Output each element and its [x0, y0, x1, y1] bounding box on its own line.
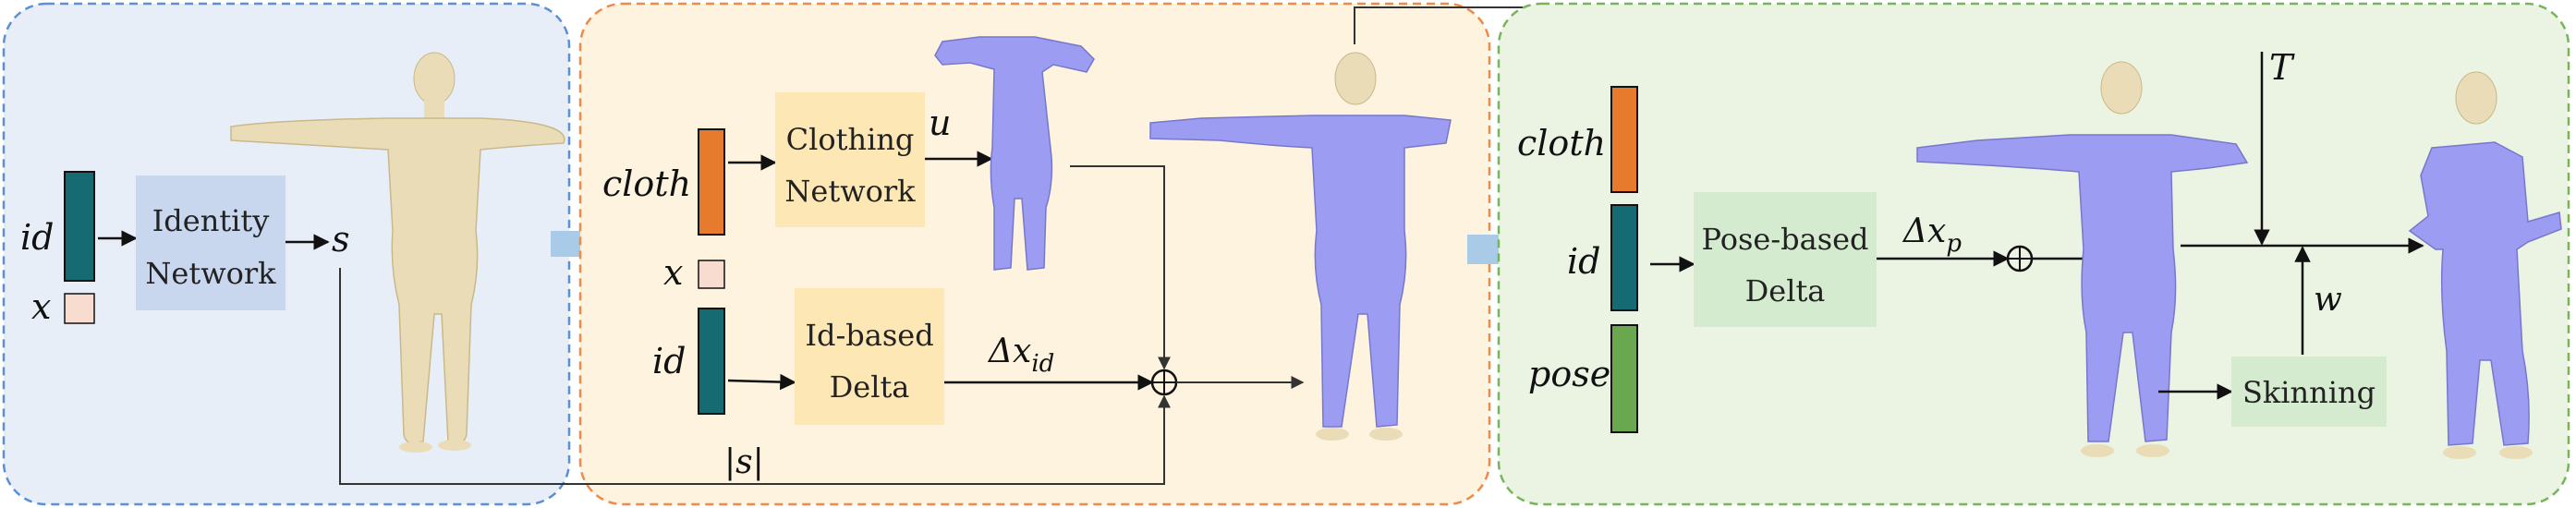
id-label: id	[20, 217, 54, 258]
delta-x-id-sub: id	[1031, 350, 1054, 378]
cloth-block	[698, 128, 725, 236]
pose-delta-label: Pose-based	[1701, 222, 1868, 257]
clothing-network-label: Clothing	[786, 122, 915, 157]
cloth-block-3	[1610, 86, 1638, 193]
id-block	[64, 171, 95, 282]
skinning-box	[2231, 357, 2387, 427]
pose-delta-box	[1694, 192, 1877, 327]
pose-panel	[1497, 2, 2570, 506]
x-block	[64, 293, 95, 324]
abs-s-label: |s|	[724, 443, 764, 481]
cloth-label-3: cloth	[1517, 123, 1606, 163]
x-block-2	[698, 260, 725, 289]
delta-x-p-label: Δxp	[1902, 212, 1962, 258]
dressed-body-figure	[1149, 52, 1452, 441]
id-delta-label-2: Delta	[830, 369, 910, 405]
pose-delta-label-2: Delta	[1745, 273, 1826, 308]
skinning-label: Skinning	[2242, 375, 2376, 410]
x-label-2: x	[663, 252, 683, 293]
id-label-3: id	[1567, 241, 1600, 282]
s-label: s	[332, 219, 350, 260]
clothing-network-label-2: Network	[784, 174, 916, 209]
garment-figure	[934, 36, 1095, 271]
delta-x-p-main: Δx	[1902, 212, 1946, 250]
id-to-delta-arrow	[727, 373, 796, 391]
identity-network-label: Identity	[152, 203, 270, 238]
u-label: u	[929, 103, 951, 143]
cloth-label: cloth	[602, 163, 691, 204]
id-block-2	[698, 308, 725, 415]
pose-block	[1610, 324, 1638, 433]
sum-node-pose	[2006, 245, 2034, 272]
w-label: w	[2314, 281, 2342, 319]
id-delta-box	[795, 288, 944, 425]
s-to-sum-line	[339, 268, 1171, 485]
id-label-2: id	[652, 341, 686, 381]
delta-x-p-sub: p	[1946, 230, 1962, 258]
clothing-network-box	[775, 92, 925, 227]
pose-label: pose	[1528, 354, 1610, 394]
garment-to-sum-arrow	[1070, 165, 1171, 370]
delta-x-id-main: Δx	[987, 333, 1031, 370]
identity-network-label-2: Network	[145, 256, 276, 291]
x-label: x	[31, 286, 51, 327]
base-body-figure	[230, 52, 565, 453]
sum-node-clothing	[1150, 369, 1178, 396]
delta-x-id-label: Δxid	[987, 333, 1054, 378]
final-posed-body-figure	[2408, 71, 2562, 459]
id-block-3	[1610, 204, 1638, 311]
t-label: T	[2269, 47, 2295, 88]
identity-network-box	[136, 175, 286, 310]
id-delta-label: Id-based	[805, 318, 933, 353]
posed-body-figure	[1916, 61, 2249, 457]
